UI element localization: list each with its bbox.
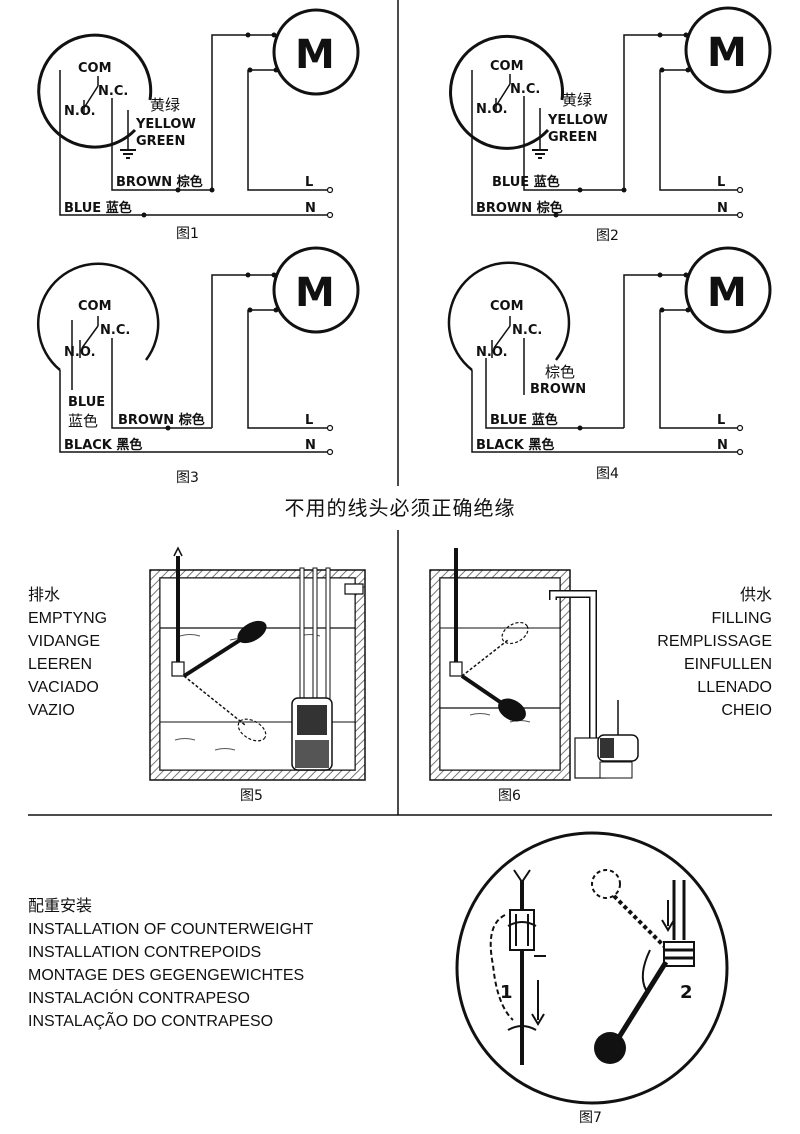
nc-label: N.C. (510, 82, 540, 97)
figure-1-caption: 图1 (176, 226, 199, 242)
motor-label: M (707, 30, 747, 76)
ground-en1-label: YELLOW (135, 117, 196, 132)
float-circle (37, 33, 153, 149)
insulation-note: 不用的线头必须正确绝缘 (284, 496, 516, 520)
wire-upper-label: BROWN 棕色 (118, 412, 205, 428)
emptying-labels: 排水 EMPTYNG VIDANGE LEEREN VACIADO VAZIO (28, 584, 107, 722)
counterweight-step-2: 2 (591, 869, 695, 1064)
ground-en2-label: GREEN (548, 130, 597, 145)
nc-label: N.C. (512, 323, 542, 338)
float-circle (449, 34, 564, 150)
step-1-label: 1 (500, 982, 513, 1003)
counterweight-label-pt: INSTALAÇÃO DO CONTRAPESO (28, 1013, 274, 1030)
emptying-label-cn: 排水 (28, 587, 61, 604)
counterweight-label-fr: INSTALLATION CONTREPOIDS (28, 944, 262, 961)
filling-tank: 图6 (429, 548, 639, 804)
counterweight-label-cn: 配重安装 (28, 898, 93, 915)
motor-label: M (295, 270, 335, 316)
blue-en-label: BLUE (68, 395, 105, 410)
filling-label-es: LLENADO (697, 679, 772, 696)
counterweight-label-en: INSTALLATION OF COUNTERWEIGHT (28, 921, 314, 938)
wire-lower-label: BROWN 棕色 (476, 200, 563, 216)
filling-label-pt: CHEIO (721, 702, 772, 719)
com-label: COM (78, 61, 112, 76)
wire-lower-label: BLACK 黑色 (476, 437, 554, 453)
motor-label: M (295, 32, 335, 78)
wiring-diagram-4: M COM N.O. N.C. 棕色 BROWN BLUE 蓝色 BLACK 黑… (447, 246, 772, 482)
ground-cn-label: 黄绿 (150, 96, 180, 114)
counterweight-circle (455, 831, 729, 1105)
wire-lower-label: BLUE 蓝色 (64, 200, 132, 216)
counterweight-label-es: INSTALACIÓN CONTRAPESO (28, 990, 250, 1007)
l-label: L (305, 175, 313, 190)
wire-upper-label: BLUE 蓝色 (490, 412, 558, 428)
motor-label: M (707, 270, 747, 316)
n-label: N (717, 438, 728, 453)
figure-6-caption: 图6 (498, 788, 521, 804)
counterweight-label-de: MONTAGE DES GEGENGEWICHTES (28, 967, 305, 984)
counterweight-labels: 配重安装 INSTALLATION OF COUNTERWEIGHT INSTA… (28, 895, 313, 1033)
emptying-label-en: EMPTYNG (28, 610, 108, 627)
figure-4-caption: 图4 (596, 466, 619, 482)
figure-5-caption: 图5 (240, 788, 263, 804)
blue-cn-label: 蓝色 (68, 412, 98, 430)
wiring-diagram-1: M COM N.O. N.C. 黄绿 YELLOW GREEN BROWN 棕色… (37, 8, 360, 242)
nc-label: N.C. (100, 323, 130, 338)
nc-label: N.C. (98, 84, 128, 99)
wire-upper-label: BROWN 棕色 (116, 174, 203, 190)
motor-circle (684, 6, 772, 94)
wiring-diagram-3: M COM N.O. N.C. BLUE 蓝色 BROWN 棕色 BLACK 黑… (36, 246, 360, 486)
emptying-label-fr: VIDANGE (28, 633, 101, 650)
brown-cn-label: 棕色 (545, 363, 575, 381)
l-label: L (717, 175, 725, 190)
float-circle (36, 262, 160, 371)
emptying-label-es: VACIADO (28, 679, 99, 696)
com-label: COM (78, 299, 112, 314)
filling-label-de: EINFULLEN (683, 656, 772, 673)
motor-circle (684, 246, 772, 334)
ground-en2-label: GREEN (136, 134, 185, 149)
figure-7-caption: 图7 (579, 1110, 602, 1126)
brown-en-label: BROWN (530, 382, 586, 397)
emptying-label-de: LEEREN (28, 656, 93, 673)
counterweight-step-1: 1 (489, 869, 546, 1065)
com-label: COM (490, 59, 524, 74)
filling-label-fr: REMPLISSAGE (657, 633, 772, 650)
ground-en1-label: YELLOW (547, 113, 608, 128)
ground-cn-label: 黄绿 (562, 91, 592, 109)
n-label: N (305, 201, 316, 216)
n-label: N (305, 438, 316, 453)
emptying-tank: 图5 (149, 546, 366, 804)
no-label: N.O. (476, 102, 508, 117)
float-circle (447, 261, 571, 371)
n-label: N (717, 201, 728, 216)
figure-3-caption: 图3 (176, 470, 199, 486)
figure-2-caption: 图2 (596, 228, 619, 244)
filling-labels: 供水 FILLING REMPLISSAGE EINFULLEN LLENADO… (657, 584, 772, 722)
filling-label-cn: 供水 (739, 587, 772, 604)
wiring-diagram-2: M COM N.O. N.C. 黄绿 YELLOW GREEN BLUE 蓝色 … (449, 6, 772, 244)
com-label: COM (490, 299, 524, 314)
wire-lower-label: BLACK 黑色 (64, 437, 142, 453)
step-2-label: 2 (680, 982, 693, 1003)
wire-upper-label: BLUE 蓝色 (492, 174, 560, 190)
l-label: L (305, 413, 313, 428)
motor-circle (272, 8, 360, 96)
l-label: L (717, 413, 725, 428)
emptying-label-pt: VAZIO (28, 702, 75, 719)
no-label: N.O. (64, 104, 96, 119)
motor-circle (272, 246, 360, 334)
filling-label-en: FILLING (711, 610, 772, 627)
